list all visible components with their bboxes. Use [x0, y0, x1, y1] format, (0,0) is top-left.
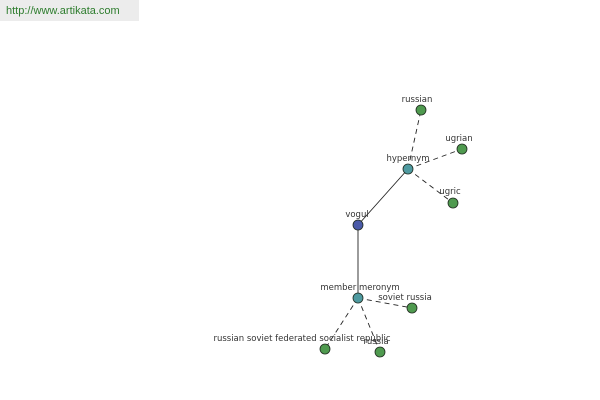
node-label-vogul[interactable]: vogul: [345, 210, 368, 220]
edge-hypernym-to-ugric: [407, 168, 454, 204]
node-soviet-russia[interactable]: [406, 302, 418, 314]
node-member-meronym[interactable]: [352, 292, 364, 304]
node-label-ugrian[interactable]: ugrian: [445, 134, 472, 144]
nodes-layer: [319, 104, 468, 358]
edge-member-meronym-to-soviet-russia: [357, 297, 413, 309]
labels-layer: vogul hypernym member meronym russian ugrian…: [213, 95, 472, 347]
edge-member-meronym-to-russia: [357, 297, 381, 353]
edge-member-meronym-to-rsfsr: [324, 297, 359, 350]
site-url-link[interactable]: http://www.artikata.com: [0, 0, 139, 21]
node-label-russian[interactable]: russian: [402, 95, 433, 105]
node-rsfsr[interactable]: [319, 343, 331, 355]
node-label-hypernym[interactable]: hypernym: [386, 154, 429, 164]
edge-hypernym-to-russian: [407, 109, 422, 170]
node-ugric[interactable]: [447, 197, 459, 209]
node-vogul[interactable]: [352, 219, 364, 231]
node-label-member-meronym[interactable]: member meronym: [320, 283, 399, 293]
edges-layer: [324, 109, 463, 353]
edge-vogul-to-hypernym: [357, 168, 409, 226]
node-hypernym[interactable]: [402, 163, 414, 175]
node-russia[interactable]: [374, 346, 386, 358]
edge-hypernym-to-ugrian: [407, 148, 463, 170]
node-ugrian[interactable]: [456, 143, 468, 155]
node-label-russia[interactable]: russia: [363, 337, 388, 347]
node-label-rsfsr[interactable]: russian soviet federated socialist repub…: [213, 334, 390, 344]
node-label-ugric[interactable]: ugric: [439, 187, 461, 197]
node-label-soviet-russia[interactable]: soviet russia: [378, 293, 432, 303]
node-russian[interactable]: [415, 104, 427, 116]
